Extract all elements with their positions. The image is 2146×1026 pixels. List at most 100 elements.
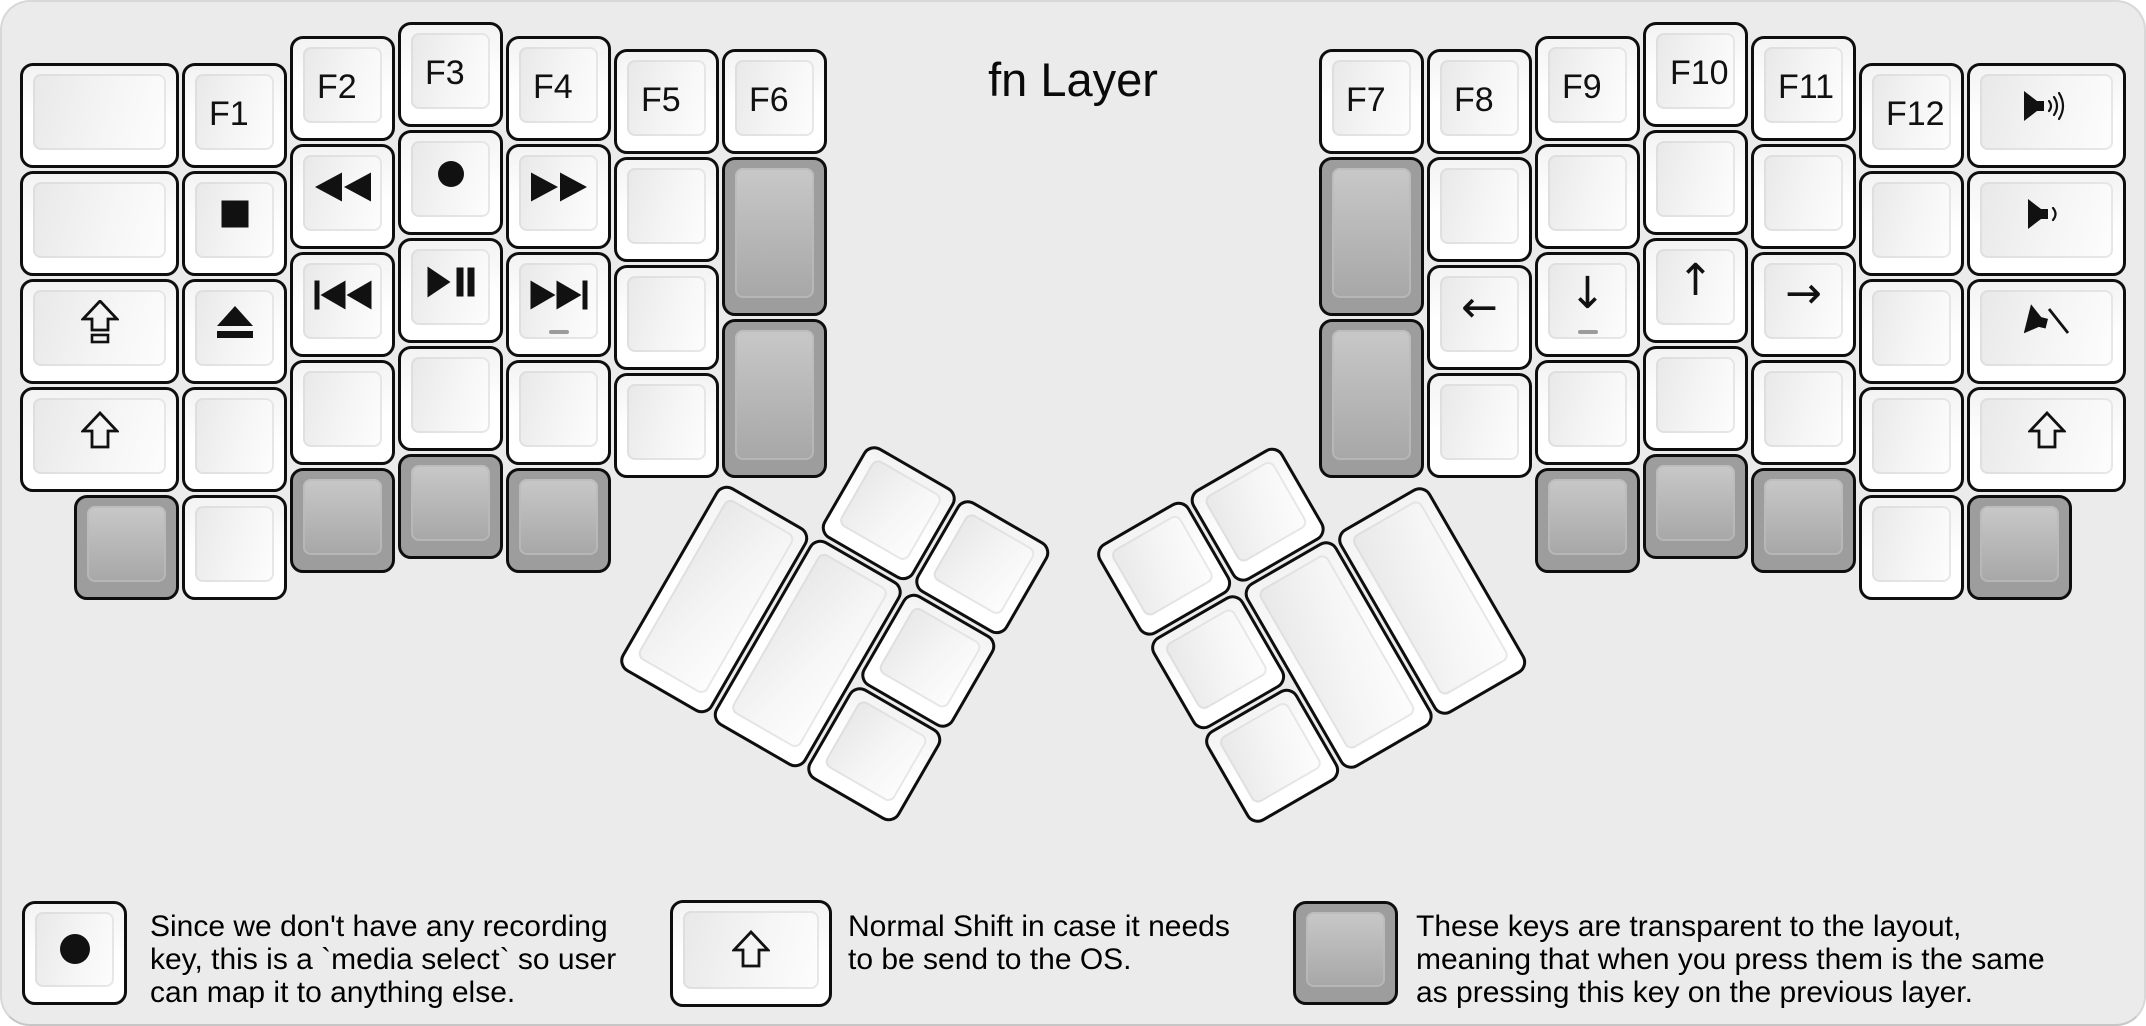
- key-shift-left[interactable]: [20, 386, 179, 492]
- key-f2[interactable]: F2: [290, 35, 395, 141]
- key-label-f11: F11: [1778, 67, 1835, 106]
- keytop: [1332, 168, 1411, 298]
- keytop: [1872, 181, 1951, 258]
- keytop: [683, 911, 819, 989]
- keytop: [519, 478, 598, 555]
- key-f7[interactable]: F7: [1319, 49, 1424, 154]
- key-blank-l8[interactable]: [614, 157, 719, 262]
- key-fast-forward[interactable]: [506, 143, 611, 249]
- key-transparent-l5[interactable]: [722, 319, 827, 478]
- keytop: [1548, 262, 1627, 339]
- key-mute[interactable]: [1967, 278, 2126, 384]
- key-f11[interactable]: F11: [1751, 35, 1856, 141]
- key-blank-r4[interactable]: [1535, 359, 1640, 465]
- key-blank-l6[interactable]: [398, 346, 503, 451]
- key-play-pause[interactable]: [398, 238, 503, 343]
- legend-line: to be send to the OS.: [848, 943, 1132, 976]
- homing-bar: [548, 329, 569, 334]
- keytop: [1656, 465, 1735, 541]
- keytop: [195, 289, 274, 366]
- keytop: [735, 60, 814, 136]
- key-record[interactable]: [398, 130, 503, 235]
- key-transparent-l1[interactable]: [290, 467, 395, 573]
- keytop: [195, 505, 274, 582]
- keytop: [1764, 478, 1843, 555]
- legend-key-2: [670, 900, 832, 1007]
- key-arrow-left[interactable]: ←: [1427, 265, 1532, 370]
- key-blank-r8[interactable]: [1751, 359, 1856, 465]
- keytop: [1980, 505, 2059, 582]
- key-stop[interactable]: [182, 170, 287, 276]
- key-f6[interactable]: F6: [722, 49, 827, 154]
- key-blank-l3[interactable]: [182, 386, 287, 492]
- key-f10[interactable]: F10: [1643, 22, 1748, 127]
- key-transparent-l3[interactable]: [506, 467, 611, 573]
- key-shift-right[interactable]: [1967, 386, 2126, 492]
- key-blank-l7[interactable]: [506, 359, 611, 465]
- key-f4[interactable]: F4: [506, 35, 611, 141]
- key-f12[interactable]: F12: [1859, 62, 1964, 168]
- key-volume-down[interactable]: [1967, 170, 2126, 276]
- key-transparent-l4[interactable]: [722, 157, 827, 316]
- key-rewind[interactable]: [290, 143, 395, 249]
- key-blank-l4[interactable]: [182, 494, 287, 600]
- key-f5[interactable]: F5: [614, 49, 719, 154]
- legend-line: meaning that when you press them is the …: [1416, 943, 2045, 976]
- key-blank-r11[interactable]: [1859, 386, 1964, 492]
- keytop: [303, 46, 382, 123]
- key-label-f2: F2: [317, 67, 357, 106]
- key-transparent-l6[interactable]: [74, 494, 179, 600]
- key-next-track[interactable]: [506, 251, 611, 357]
- key-blank-l10[interactable]: [614, 373, 719, 478]
- keytop: [1656, 249, 1735, 325]
- keytop: [303, 478, 382, 555]
- keytop: [1217, 700, 1324, 806]
- keytop: [411, 465, 490, 541]
- key-transparent-l2[interactable]: [398, 454, 503, 559]
- keytop: [1980, 73, 2113, 150]
- key-blank-r1[interactable]: [1427, 157, 1532, 262]
- keytop: [1332, 330, 1411, 460]
- key-caps-lock[interactable]: [20, 278, 179, 384]
- key-f9[interactable]: F9: [1535, 35, 1640, 141]
- key-blank-l5[interactable]: [290, 359, 395, 465]
- key-f3[interactable]: F3: [398, 22, 503, 127]
- legend-line: key, this is a `media select` so user: [150, 943, 617, 976]
- key-blank-l1[interactable]: [20, 62, 179, 168]
- keytop: [1440, 276, 1519, 352]
- key-transparent-r2[interactable]: [1319, 319, 1424, 478]
- keytop: [33, 73, 166, 150]
- key-blank-l2[interactable]: [20, 170, 179, 276]
- key-arrow-down[interactable]: ↓: [1535, 251, 1640, 357]
- key-transparent-r4[interactable]: [1643, 454, 1748, 559]
- key-blank-r7[interactable]: [1751, 143, 1856, 249]
- key-transparent-r5[interactable]: [1751, 467, 1856, 573]
- next-track-icon: [530, 280, 587, 310]
- keytop: [1656, 141, 1735, 217]
- key-eject[interactable]: [182, 278, 287, 384]
- key-blank-r5[interactable]: [1643, 130, 1748, 235]
- key-blank-r3[interactable]: [1535, 143, 1640, 249]
- key-blank-r2[interactable]: [1427, 373, 1532, 478]
- key-blank-l9[interactable]: [614, 265, 719, 370]
- key-transparent-r1[interactable]: [1319, 157, 1424, 316]
- legend-key-3: [1293, 901, 1398, 1005]
- key-transparent-r3[interactable]: [1535, 467, 1640, 573]
- key-blank-r12[interactable]: [1859, 494, 1964, 600]
- key-volume-up[interactable]: [1967, 62, 2126, 168]
- key-previous-track[interactable]: [290, 251, 395, 357]
- key-f1[interactable]: F1: [182, 62, 287, 168]
- key-blank-r9[interactable]: [1859, 170, 1964, 276]
- key-arrow-up[interactable]: ↑: [1643, 238, 1748, 343]
- keytop: [1548, 154, 1627, 231]
- key-arrow-right[interactable]: →: [1751, 251, 1856, 357]
- key-blank-r6[interactable]: [1643, 346, 1748, 451]
- keytop: [303, 370, 382, 447]
- key-f8[interactable]: F8: [1427, 49, 1532, 154]
- keytop: [1872, 505, 1951, 582]
- key-blank-r10[interactable]: [1859, 278, 1964, 384]
- key-transparent-r6[interactable]: [1967, 494, 2072, 600]
- layer-title: fn Layer: [988, 53, 1158, 106]
